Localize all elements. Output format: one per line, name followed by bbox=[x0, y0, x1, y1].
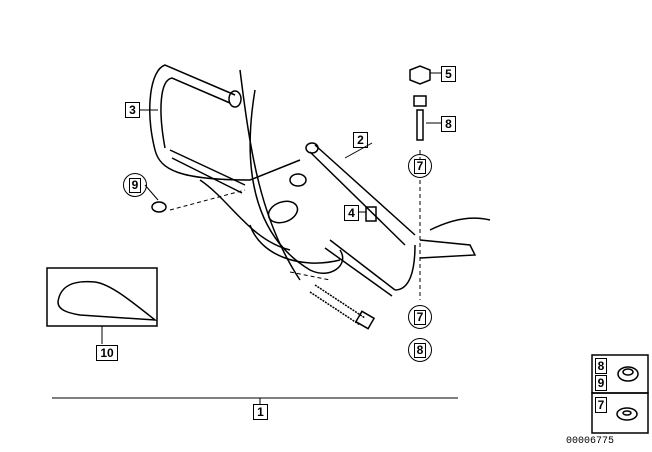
part-label-9: 9 bbox=[123, 173, 147, 197]
part-label-1: 1 bbox=[253, 404, 268, 420]
legend-label-9: 9 bbox=[595, 375, 607, 391]
diagram-code: 00006775 bbox=[566, 436, 615, 447]
part-label-8-box: 8 bbox=[441, 116, 456, 132]
part-label-3: 3 bbox=[125, 102, 140, 118]
crash-bar-right bbox=[309, 144, 416, 246]
part-label-8-circle: 8 bbox=[408, 338, 432, 362]
part-label-10: 10 bbox=[96, 345, 118, 361]
detail-box bbox=[46, 267, 158, 327]
part-label-7-bottom: 7 bbox=[408, 305, 432, 329]
part-label-5: 5 bbox=[441, 66, 456, 82]
part-label-2: 2 bbox=[353, 132, 368, 148]
part-label-4: 4 bbox=[344, 205, 359, 221]
legend-cell-washer bbox=[591, 392, 649, 434]
engine-outline bbox=[239, 69, 301, 281]
legend-label-8: 8 bbox=[595, 358, 607, 374]
legend-label-7: 7 bbox=[595, 397, 607, 413]
part-label-7-top: 7 bbox=[408, 154, 432, 178]
crash-bar-left bbox=[149, 64, 236, 151]
engine-outline bbox=[249, 89, 344, 274]
